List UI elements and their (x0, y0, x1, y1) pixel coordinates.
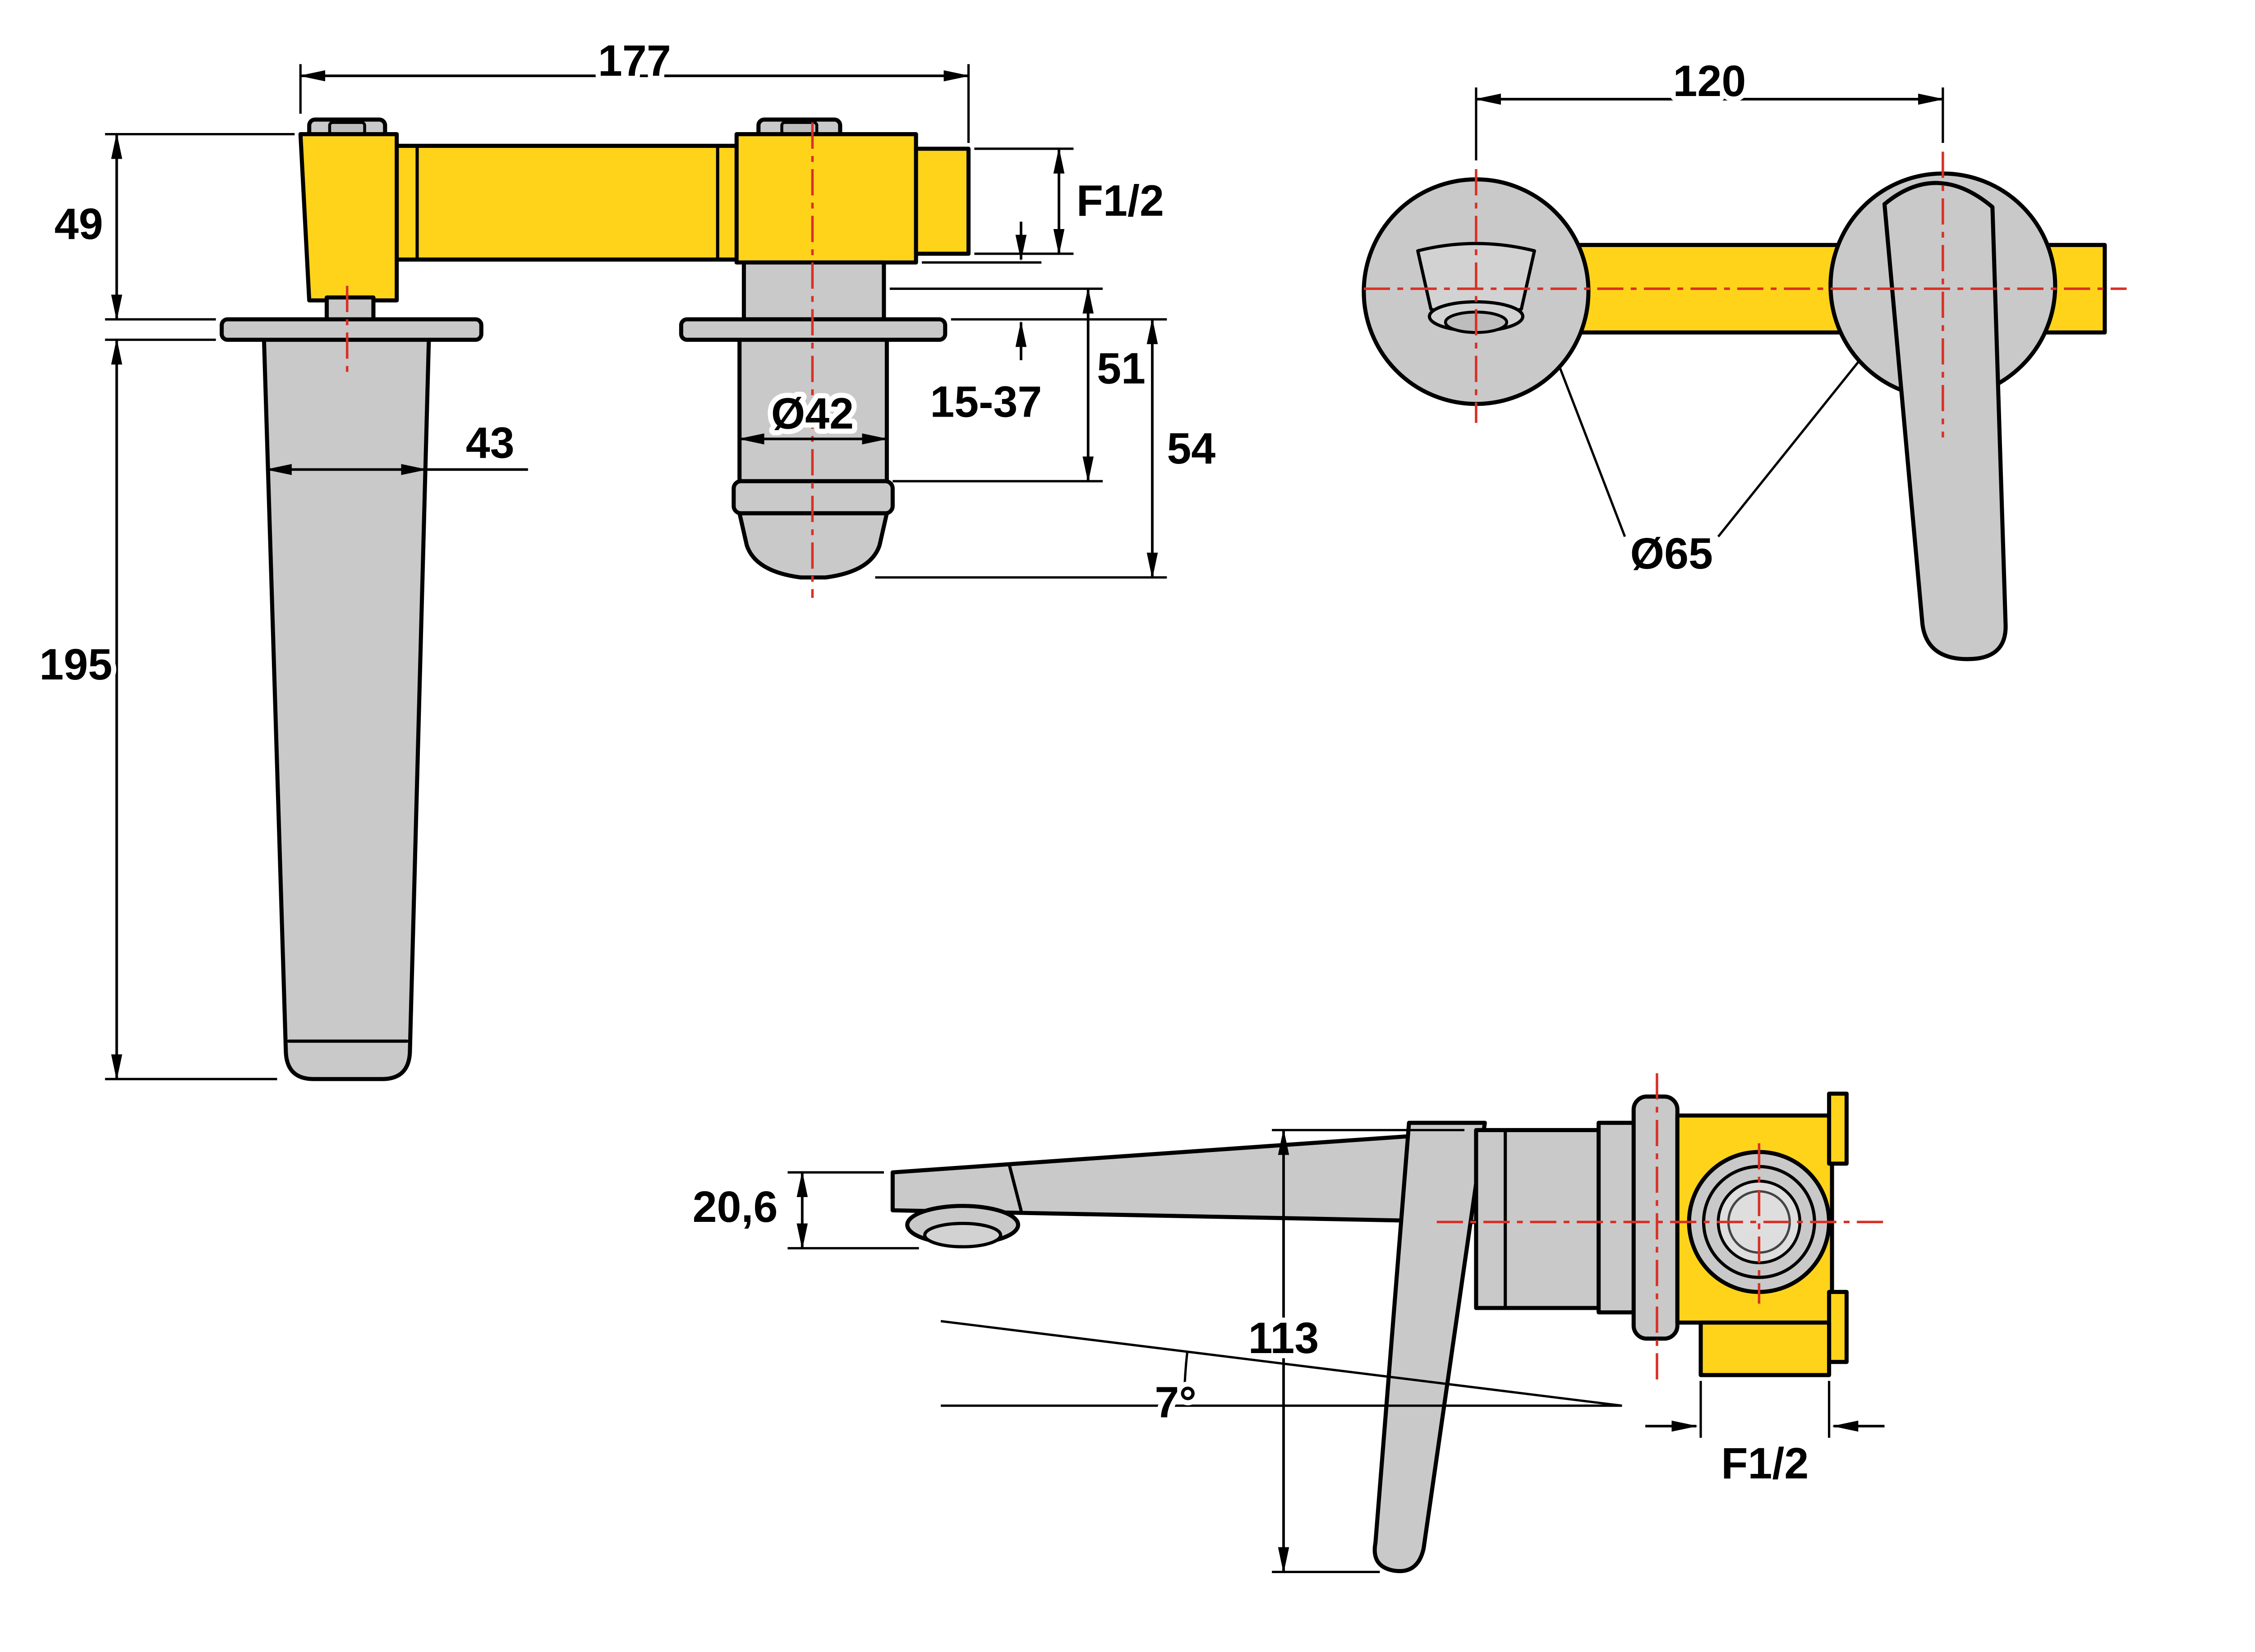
lever-handle (262, 338, 431, 1081)
lever-handle-front (1882, 181, 2008, 661)
inlet-connector (914, 147, 971, 256)
dim-outlet-length: 51 (1097, 344, 1146, 393)
left-escutcheon (220, 317, 483, 342)
dim-plate-diameter: Ø65 (1630, 529, 1713, 578)
dim-center-distance: 120 (1673, 56, 1746, 106)
bottom-port (1698, 1320, 1832, 1377)
profile-view: 20,6 113 7° F1/2 (687, 1073, 1885, 1574)
body-tube (374, 143, 746, 262)
mount-tab-top (1827, 1092, 1849, 1166)
escutcheon-profile (1631, 1094, 1680, 1341)
dim-spout-angle: 7° (1155, 1377, 1197, 1427)
dim-body-height: 49 (55, 199, 103, 248)
wall-adjust-sleeve (741, 260, 886, 321)
front-view: 177 49 195 F1/2 15-37 51 54 Ø42 (34, 31, 1221, 1081)
dim-outlet-thread: F1/2 (1721, 1439, 1809, 1488)
technical-drawing: 177 49 195 F1/2 15-37 51 54 Ø42 (34, 31, 2127, 1574)
dim-drop-height: 113 (1248, 1313, 1319, 1363)
dim-outlet-total: 54 (1167, 424, 1215, 473)
dim-handle-width: 43 (466, 418, 515, 467)
left-valve-body (298, 132, 399, 303)
dim-overall-width: 177 (598, 36, 671, 85)
right-valve-body (734, 132, 918, 265)
plates-view: 120 Ø65 (1362, 51, 2127, 661)
dim-spout-diameter: Ø42 (771, 389, 854, 438)
drawing-sheet: 177 49 195 F1/2 15-37 51 54 Ø42 (34, 31, 2127, 1574)
aerator-profile-inner (923, 1221, 1003, 1248)
dim-tip-height: 20,6 (693, 1182, 778, 1231)
body-collar (1597, 1120, 1639, 1315)
lever-handle-profile (1372, 1120, 1487, 1573)
dim-inlet-thread: F1/2 (1077, 176, 1164, 225)
dim-wall-range: 15-37 (930, 377, 1042, 427)
angle-arc (1183, 1351, 1189, 1406)
mount-tab-bottom (1827, 1289, 1849, 1364)
dim-handle-length: 195 (39, 640, 112, 689)
